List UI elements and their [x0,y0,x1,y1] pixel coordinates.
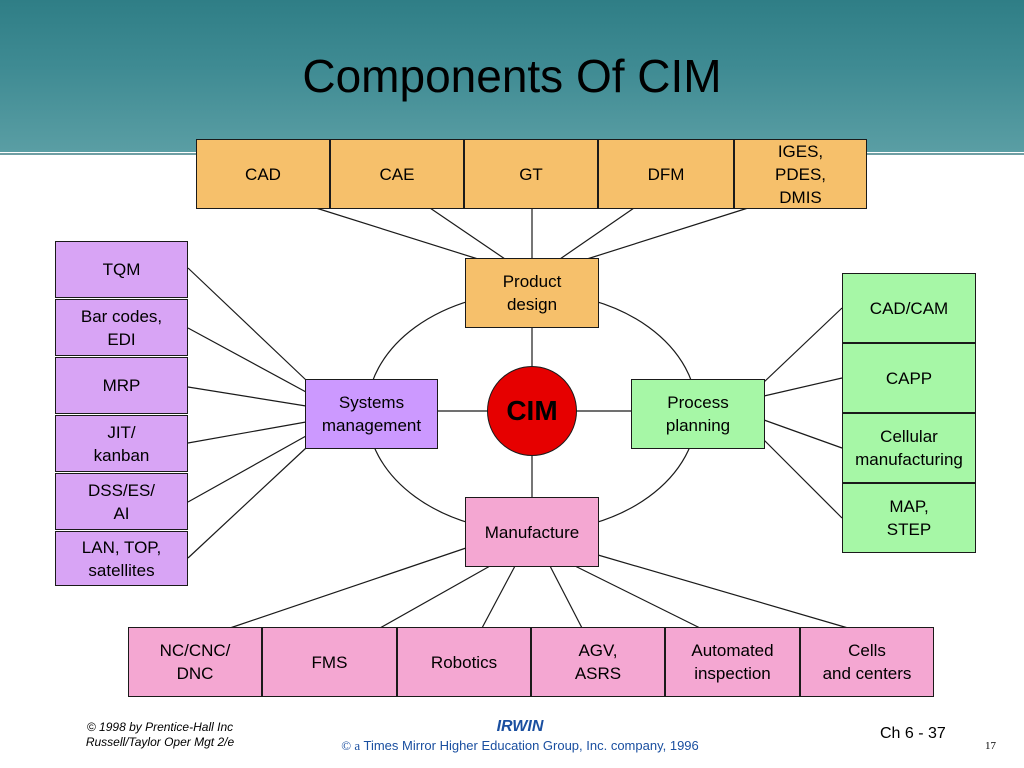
hub-product-design: Product design [465,258,599,328]
box-fms: FMS [262,627,397,697]
box-iges: IGES, PDES, DMIS [734,139,867,209]
box-cells: Cells and centers [800,627,934,697]
hub-systems-management: Systems management [305,379,438,449]
box-map: MAP, STEP [842,483,976,553]
footer-publisher: IRWIN © a Times Mirror Higher Education … [300,717,740,755]
line-cells [597,554,849,629]
hub-manufacture: Manufacture [465,497,599,567]
box-barcodes: Bar codes, EDI [55,299,188,356]
line-capp [763,377,843,397]
box-gt: GT [464,139,598,209]
line-map [763,439,843,519]
box-dfm: DFM [598,139,734,209]
box-nc: NC/CNC/ DNC [128,627,262,697]
line-iges [586,207,749,260]
line-dfm [559,207,635,260]
line-barcodes [187,327,307,393]
page-title: Components Of CIM [302,50,722,102]
line-mrp [187,386,307,407]
line-tqm [187,267,307,381]
box-cad: CAD [196,139,330,209]
slide-number: 17 [985,740,996,752]
line-cae [429,207,506,260]
copyright-symbol: © a [341,738,361,753]
publisher-copyright: © a Times Mirror Higher Education Group,… [300,737,740,755]
box-dss: DSS/ES/ AI [55,473,188,530]
line-robotics [481,565,516,629]
box-cellular: Cellular manufacturing [842,413,976,483]
line-lan [187,447,307,559]
box-capp: CAPP [842,343,976,413]
box-lan: LAN, TOP, satellites [55,531,188,586]
box-tqm: TQM [55,241,188,298]
chapter-label: Ch 6 - 37 [880,725,946,742]
box-cae: CAE [330,139,464,209]
box-robotics: Robotics [397,627,531,697]
line-dss [187,435,307,503]
box-inspection: Automated inspection [665,627,800,697]
hub-process-planning: Process planning [631,379,765,449]
footer-copyright-line: © 1998 by Prentice-Hall Inc [86,720,234,734]
line-nc [229,547,467,629]
line-cadcam [763,307,843,383]
line-agv [549,565,583,629]
line-cad [315,207,479,260]
title-banner [0,0,1024,152]
footer-book-line: Russell/Taylor Oper Mgt 2/e [85,735,235,749]
publisher-name: IRWIN [496,718,544,735]
copyright-text: Times Mirror Higher Education Group, Inc… [360,738,699,753]
cim-center: CIM [487,366,577,456]
footer-credits: © 1998 by Prentice-Hall Inc Russell/Tayl… [60,720,260,750]
line-jit [187,421,307,444]
box-mrp: MRP [55,357,188,414]
line-inspection [574,565,701,629]
box-cadcam: CAD/CAM [842,273,976,343]
line-fms [379,565,491,629]
box-agv: AGV, ASRS [531,627,665,697]
line-cellular [763,419,843,449]
box-jit: JIT/ kanban [55,415,188,472]
